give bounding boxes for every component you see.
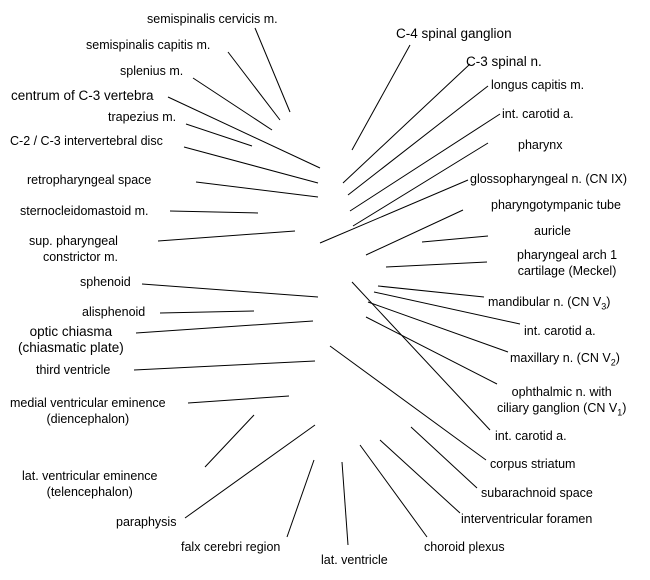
label-choroid-plexus: choroid plexus (424, 540, 505, 554)
leader-sternocleidomastoid (169, 210, 259, 214)
label-optic-chiasma: optic chiasma (chiasmatic plate) (18, 324, 124, 356)
leader-lat-ventricle (341, 461, 349, 546)
leader-subarachnoid (410, 426, 478, 489)
leader-paraphysis (184, 424, 316, 519)
leader-c3-spinal-n (342, 63, 471, 184)
label-mandibular-text: mandibular n. (CN V (488, 295, 602, 309)
leader-pharynx (352, 142, 489, 227)
label-sternocleidomastoid: sternocleidomastoid m. (20, 204, 149, 218)
label-int-carotid-bottom: int. carotid a. (495, 429, 567, 443)
label-maxillary-paren: ) (615, 351, 620, 365)
leader-interventricular-foramen (379, 439, 461, 514)
leader-glossopharyngeal (319, 179, 469, 244)
label-mandibular-subscript: 3 (601, 301, 607, 312)
label-pharyngeal-arch: pharyngeal arch 1 cartilage (Meckel) (517, 247, 617, 279)
label-maxillary-text: maxillary n. (CN V (510, 351, 611, 365)
leader-alisphenoid (159, 310, 255, 314)
label-sup-pharyngeal-line2: constrictor m. (42, 250, 118, 264)
label-c2-c3-disc: C-2 / C-3 intervertebral disc (10, 134, 163, 148)
leader-semispinalis-cervicis (254, 27, 291, 113)
label-optic-chiasma-line2: (chiasmatic plate) (18, 340, 124, 355)
leader-auricle (421, 235, 489, 243)
label-corpus-striatum: corpus striatum (490, 457, 576, 471)
label-centrum-c3: centrum of C-3 vertebra (11, 88, 154, 103)
leader-int-carotid-bottom (351, 281, 491, 431)
label-medial-ventricular: medial ventricular eminence (diencephalo… (10, 395, 166, 427)
label-mandibular-paren: ) (606, 295, 611, 309)
label-ophthalmic: ophthalmic n. with ciliary ganglion (CN … (497, 384, 626, 421)
label-paraphysis: paraphysis (116, 515, 177, 529)
label-subarachnoid: subarachnoid space (481, 486, 593, 500)
label-pharyngeal-arch-line1: pharyngeal arch 1 (517, 248, 618, 262)
label-medial-ventricular-line2: (diencephalon) (46, 412, 130, 426)
label-ophthalmic-subscript: 1 (617, 407, 623, 418)
label-third-ventricle: third ventricle (36, 363, 111, 377)
leader-splenius (192, 77, 273, 131)
label-lat-ventricular-line2: (telencephalon) (46, 485, 133, 499)
leader-pharyngotympanic (365, 209, 464, 256)
label-ophthalmic-line1: ophthalmic n. with (511, 385, 612, 399)
leader-c4-spinal-ganglion (351, 44, 411, 151)
label-int-carotid-top: int. carotid a. (502, 107, 574, 121)
label-mandibular: mandibular n. (CN V3) (488, 294, 610, 315)
leader-optic-chiasma (135, 320, 314, 334)
label-sphenoid: sphenoid (80, 275, 131, 289)
label-lat-ventricular-line1: lat. ventricular eminence (22, 469, 158, 483)
label-semispinalis-capitis: semispinalis capitis m. (86, 38, 211, 52)
leader-maxillary (367, 301, 509, 353)
leader-trapezius (185, 123, 253, 147)
leader-ophthalmic (365, 316, 498, 385)
leader-centrum-c3 (167, 96, 321, 169)
leader-lat-ventricular (204, 414, 255, 468)
label-c3-spinal-n: C-3 spinal n. (466, 54, 542, 69)
label-splenius: splenius m. (120, 64, 184, 78)
leader-sphenoid (141, 283, 319, 298)
leader-longus-capitis (347, 85, 489, 196)
label-longus-capitis: longus capitis m. (491, 78, 585, 92)
label-optic-chiasma-line1: optic chiasma (29, 324, 113, 339)
label-alisphenoid: alisphenoid (82, 305, 146, 319)
label-lat-ventricle: lat. ventricle (321, 553, 388, 567)
label-sup-pharyngeal: sup. pharyngeal constrictor m. (29, 233, 118, 265)
leader-sup-pharyngeal (157, 230, 296, 242)
label-pharynx: pharynx (518, 138, 563, 152)
label-semispinalis-cervicis: semispinalis cervicis m. (147, 12, 278, 26)
leader-corpus-striatum (329, 345, 487, 461)
label-sup-pharyngeal-line1: sup. pharyngeal (29, 234, 118, 248)
label-medial-ventricular-line1: medial ventricular eminence (10, 396, 166, 410)
leader-int-carotid-mid (373, 291, 521, 325)
label-trapezius: trapezius m. (108, 110, 177, 124)
label-auricle: auricle (534, 224, 571, 238)
label-ophthalmic-line2: ciliary ganglion (CN V1) (497, 400, 626, 421)
label-maxillary: maxillary n. (CN V2) (510, 350, 620, 371)
label-pharyngeal-arch-line2: cartilage (Meckel) (517, 264, 617, 278)
label-glossopharyngeal: glossopharyngeal n. (CN IX) (470, 172, 628, 186)
label-ophthalmic-paren: ) (622, 401, 627, 415)
leader-third-ventricle (133, 360, 316, 371)
leader-choroid-plexus (359, 444, 428, 538)
label-falx-cerebri: falx cerebri region (181, 540, 281, 554)
leader-int-carotid-top (349, 113, 501, 212)
label-lat-ventricular: lat. ventricular eminence (telencephalon… (22, 468, 157, 500)
label-pharyngotympanic: pharyngotympanic tube (491, 198, 621, 212)
label-maxillary-subscript: 2 (610, 357, 616, 368)
leader-semispinalis-capitis (227, 51, 281, 121)
label-interventricular-foramen: interventricular foramen (461, 512, 593, 526)
label-retropharyngeal: retropharyngeal space (27, 173, 152, 187)
label-int-carotid-mid: int. carotid a. (524, 324, 596, 338)
label-c4-spinal-ganglion: C-4 spinal ganglion (396, 26, 512, 41)
leader-mandibular (377, 285, 485, 298)
label-ophthalmic-line2-text: ciliary ganglion (CN V (497, 401, 618, 415)
leader-pharyngeal-arch (385, 261, 488, 268)
leader-c2-c3-disc (183, 146, 319, 184)
leader-retropharyngeal (195, 181, 319, 198)
leader-medial-ventricular (187, 395, 290, 404)
leader-falx-cerebri (286, 459, 315, 538)
